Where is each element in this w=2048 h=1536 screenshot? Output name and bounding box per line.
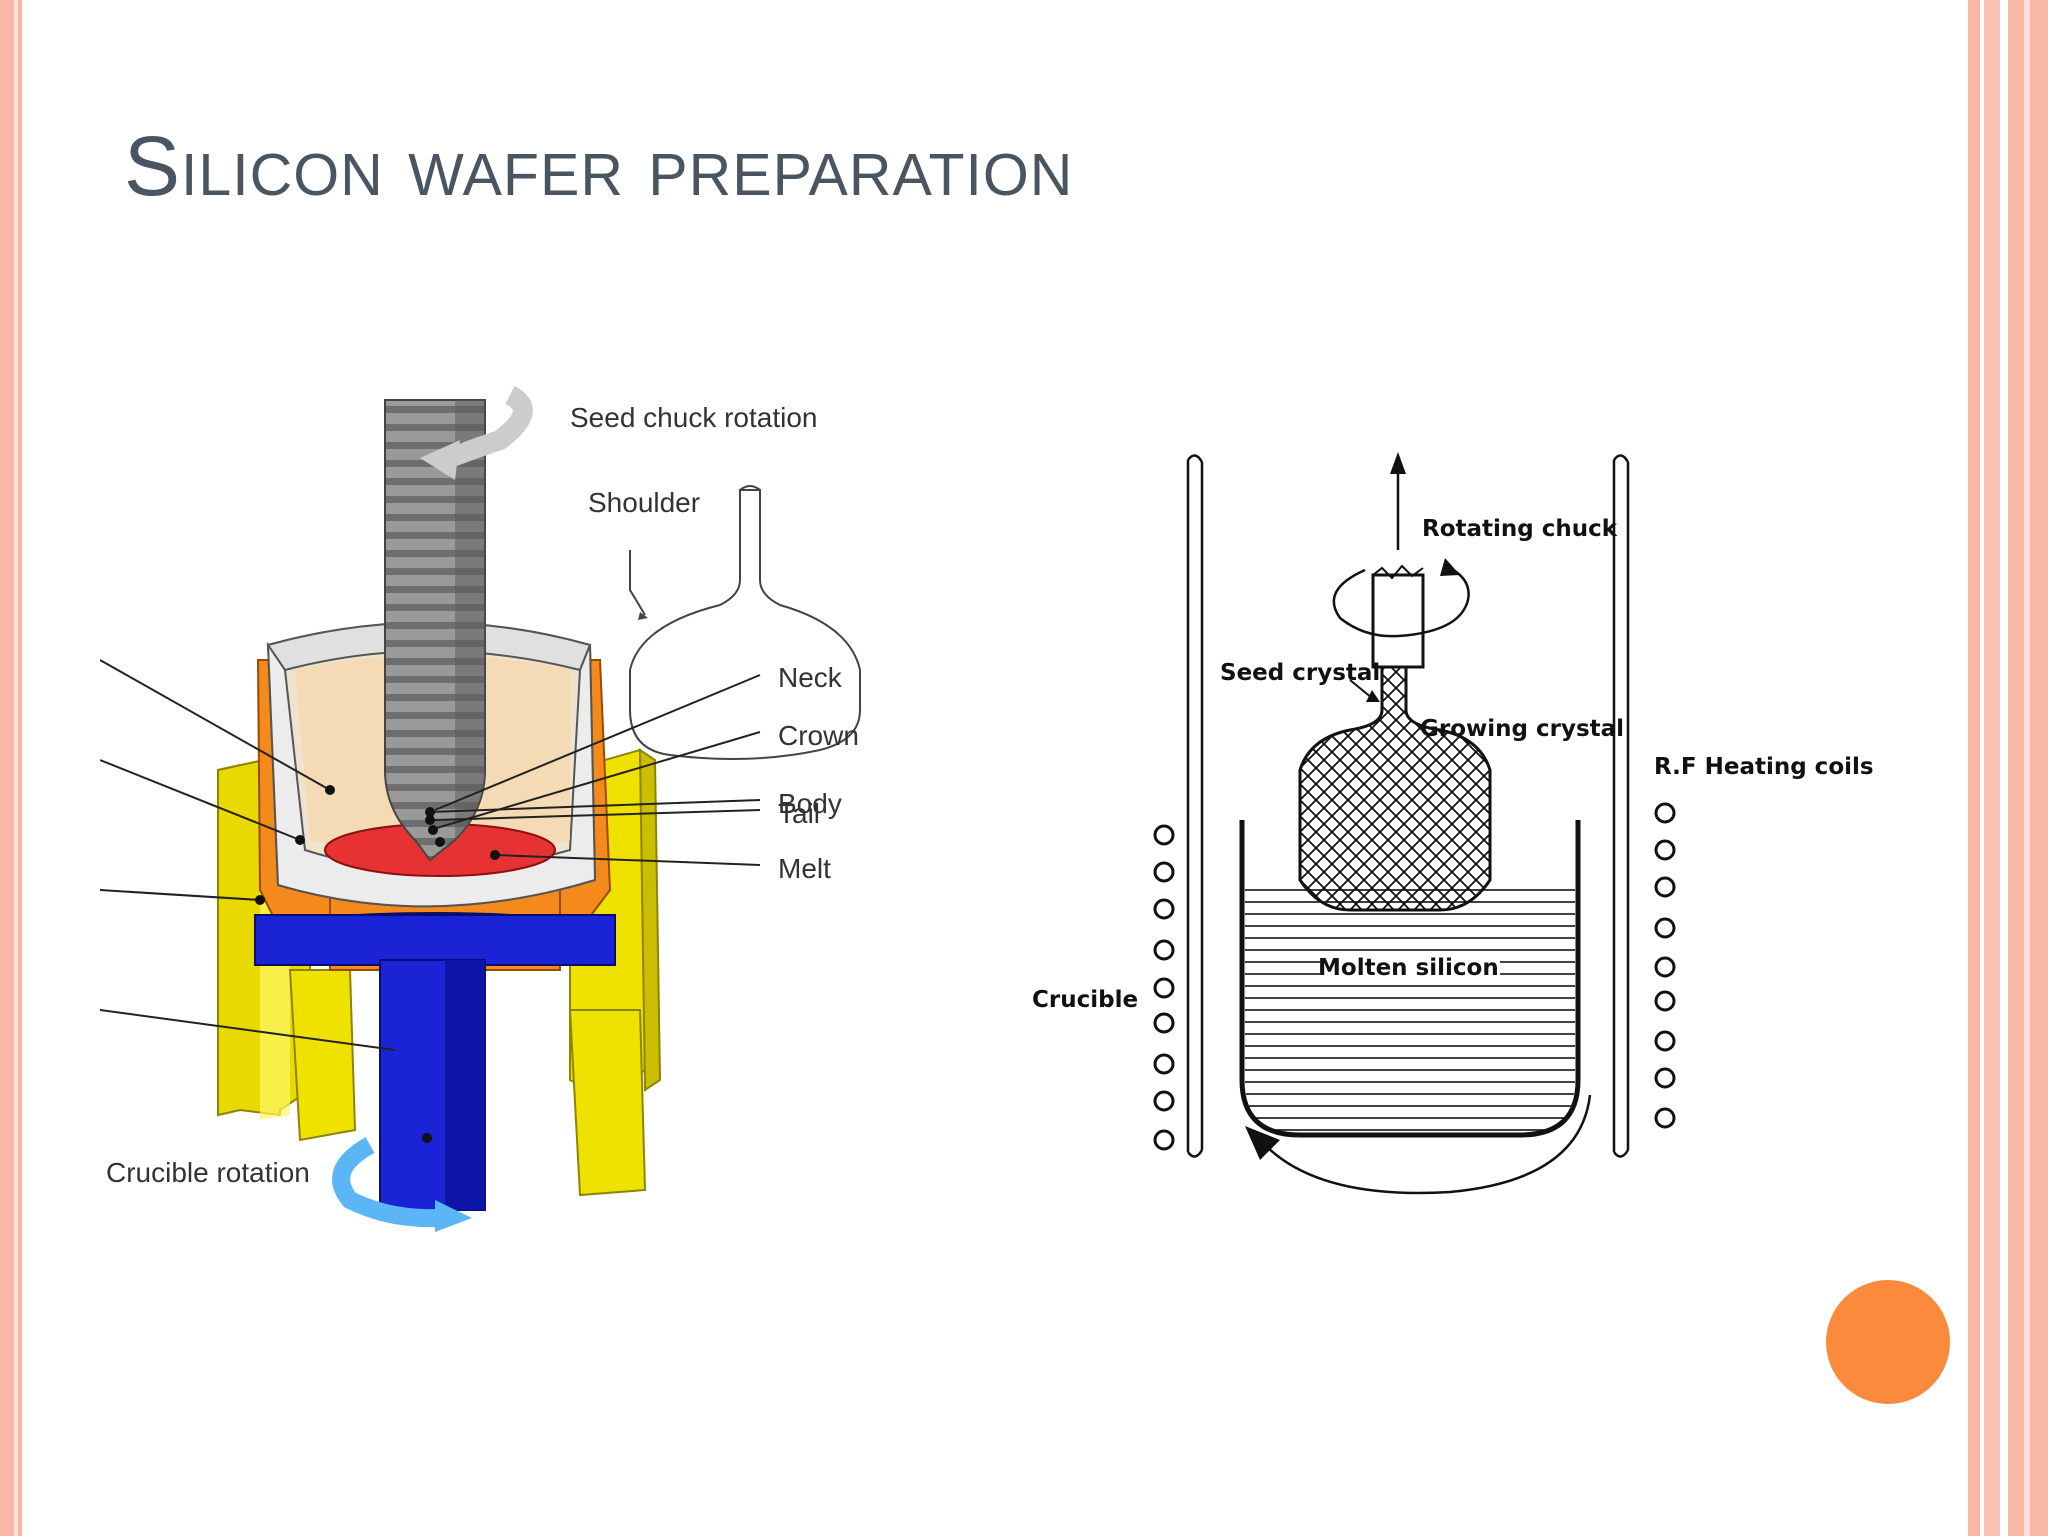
label-tail: Tail: [778, 798, 820, 829]
crucible: [1239, 820, 1581, 1138]
label-rotating-chuck: Rotating chuck: [1422, 516, 1618, 542]
rf-heating-coils-left: [1153, 824, 1175, 1151]
pull-arrow: [1390, 452, 1406, 550]
label-seed-chuck-rotation: Seed chuck rotation: [570, 402, 818, 433]
label-seed-crystal: Seed crystal: [1220, 660, 1380, 686]
leader-dots: [255, 785, 500, 1143]
furnace-wall-left: [1186, 454, 1204, 1158]
label-crown: Crown: [778, 720, 859, 751]
crystal-outline: [629, 489, 861, 760]
seed-crystal-pointer: [1349, 679, 1373, 699]
leader-lines: [100, 659, 761, 1051]
right-border-stripe-4: [2024, 0, 2030, 1536]
seed-rod: [384, 399, 486, 862]
czochralski-puller-diagram: Seed chuck rotation Shoulder Neck Crown …: [100, 386, 861, 1232]
accent-dot: [1826, 1280, 1950, 1404]
label-crucible-rotation: Crucible rotation: [106, 1157, 310, 1188]
right-border-stripe-1: [1968, 0, 1980, 1536]
crucible-shaft: [254, 912, 616, 1211]
rf-heating-coils-right: [1654, 802, 1676, 1129]
left-border-stripe: [0, 0, 22, 1536]
label-growing-crystal: Growing crystal: [1420, 716, 1624, 742]
crucible-rotation-arrow-schematic: [1245, 1094, 1592, 1195]
label-neck: Neck: [778, 662, 843, 693]
furnace-wall-right: [1612, 454, 1630, 1158]
right-border-stripe-2: [1984, 0, 2000, 1536]
label-rf-heating-coils: R.F Heating coils: [1654, 754, 1874, 780]
slide-title: Silicon wafer preparation: [124, 119, 1074, 213]
growing-crystal: [1298, 663, 1492, 912]
crucible-rotation-arrow: [332, 1137, 472, 1232]
label-shoulder: Shoulder: [588, 487, 700, 518]
label-molten-silicon: Molten silicon: [1318, 955, 1499, 981]
label-melt: Melt: [778, 853, 831, 884]
label-body: Body: [778, 788, 842, 819]
rotating-chuck: [1332, 558, 1470, 669]
label-crucible: Crucible: [1032, 987, 1138, 1013]
molten-silicon-bath: [1245, 882, 1575, 1132]
czochralski-schematic-diagram: Rotating chuck Seed crystal Growing crys…: [1032, 452, 1874, 1195]
seed-chuck-rotation-arrow: [420, 386, 533, 480]
